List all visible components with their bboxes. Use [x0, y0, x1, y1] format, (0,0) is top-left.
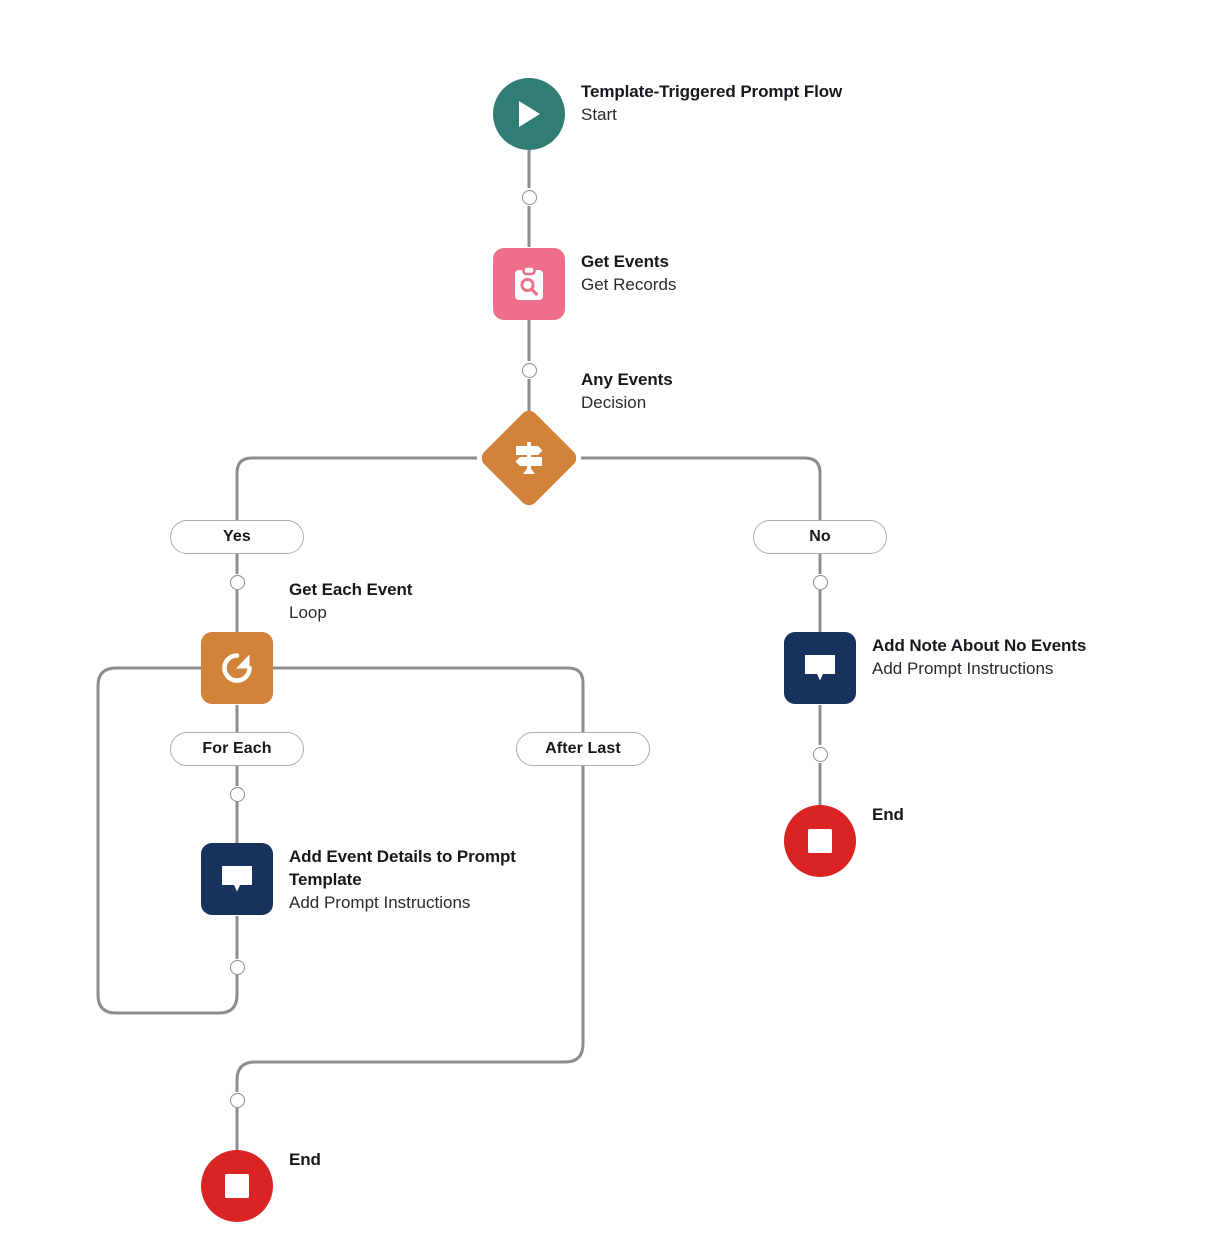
speech-bubble-icon [222, 866, 252, 892]
start-node-subtitle: Start [581, 105, 617, 124]
add-note-node-shape[interactable] [784, 632, 856, 704]
add-element-button-start-getevents[interactable] [521, 189, 537, 205]
clipboard-search-icon [515, 265, 543, 300]
branch-label-for-each[interactable]: For Each [170, 732, 304, 766]
add-element-button-no-addnote[interactable] [812, 574, 828, 590]
add-element-button-addnote-end[interactable] [812, 746, 828, 762]
start-node-shape[interactable] [493, 78, 565, 150]
get-events-node-title: Get Events [581, 252, 669, 271]
node-add-note-no-events[interactable]: Add Note About No Events Add Prompt Inst… [784, 632, 1086, 704]
decision-node-title: Any Events [581, 370, 673, 389]
end-no-branch-title: End [872, 805, 904, 824]
stop-square-icon [225, 1174, 249, 1198]
add-note-node-title: Add Note About No Events [872, 636, 1087, 655]
start-node-title: Template-Triggered Prompt Flow [581, 82, 843, 101]
end-loop-branch-shape[interactable] [201, 1150, 273, 1222]
decision-node-shape[interactable] [478, 407, 580, 509]
loop-refresh-icon [222, 653, 252, 683]
connector-loopback-to-loop [96, 666, 239, 1015]
connector-loop-to-afterlast [273, 666, 585, 732]
node-add-event-details[interactable]: Add Event Details to Prompt Template Add… [201, 843, 589, 915]
add-event-details-node-shape[interactable] [201, 843, 273, 915]
get-events-node-subtitle: Get Records [581, 275, 677, 294]
loop-node-shape[interactable] [201, 632, 273, 704]
decision-node-subtitle: Decision [581, 393, 647, 412]
play-icon [519, 101, 540, 127]
decision-node-labels: Any Events Decision [581, 366, 673, 415]
node-end-no-branch[interactable]: End [784, 805, 904, 877]
get-events-node-labels: Get Events Get Records [581, 248, 676, 297]
stop-square-icon [808, 829, 832, 853]
add-note-node-subtitle: Add Prompt Instructions [872, 659, 1054, 678]
add-element-button-getevents-decision[interactable] [521, 362, 537, 378]
connector-decision-to-yes [235, 456, 477, 520]
add-event-details-node-subtitle: Add Prompt Instructions [289, 893, 471, 912]
node-start[interactable]: Template-Triggered Prompt Flow Start [493, 78, 842, 150]
node-any-events-decision[interactable]: Any Events Decision [478, 370, 673, 509]
add-element-button-addevent-loopback[interactable] [229, 959, 245, 975]
branch-label-yes[interactable]: Yes [170, 520, 304, 554]
add-element-button-afterlast-end[interactable] [229, 1092, 245, 1108]
loop-node-subtitle: Loop [289, 603, 327, 622]
loop-node-labels: Get Each Event Loop [289, 576, 412, 625]
get-events-node-shape[interactable] [493, 248, 565, 320]
add-element-button-yes-loop[interactable] [229, 574, 245, 590]
branch-label-after-last[interactable]: After Last [516, 732, 650, 766]
end-no-branch-shape[interactable] [784, 805, 856, 877]
node-get-each-event-loop[interactable]: Get Each Event Loop [201, 580, 412, 704]
loop-node-title: Get Each Event [289, 580, 413, 599]
add-event-details-node-title: Add Event Details to Prompt Template [289, 847, 516, 889]
branch-label-no[interactable]: No [753, 520, 887, 554]
speech-bubble-icon [805, 655, 835, 681]
connector-decision-to-no [581, 456, 822, 520]
node-get-events[interactable]: Get Events Get Records [493, 248, 676, 320]
end-loop-branch-labels: End [289, 1150, 321, 1171]
connector-afterlast-to-end [235, 766, 585, 1092]
signpost-icon [515, 442, 543, 474]
add-note-node-labels: Add Note About No Events Add Prompt Inst… [872, 632, 1086, 681]
start-node-labels: Template-Triggered Prompt Flow Start [581, 78, 842, 127]
end-loop-branch-title: End [289, 1150, 321, 1169]
add-element-button-foreach-addevent[interactable] [229, 786, 245, 802]
add-event-details-node-labels: Add Event Details to Prompt Template Add… [289, 843, 589, 915]
node-end-loop-branch[interactable]: End [201, 1150, 321, 1222]
end-no-branch-labels: End [872, 805, 904, 826]
